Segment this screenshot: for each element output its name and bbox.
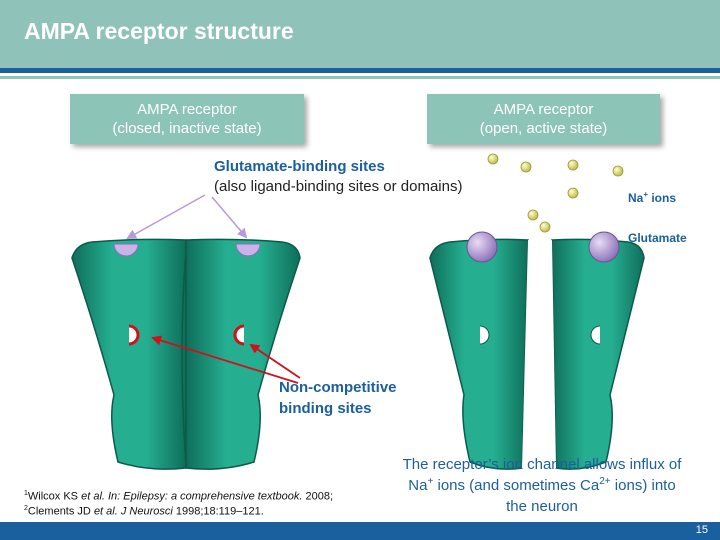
reference-1: 1Wilcox KS et al. In: Epilepsy: a compre… <box>24 490 333 503</box>
closed-state-box: AMPA receptor (closed, inactive state) <box>70 94 304 144</box>
na-ions-label: Na+ ions <box>628 190 676 205</box>
na-ion <box>612 165 624 177</box>
na-label-suffix: ions <box>648 191 677 205</box>
header-rule-blue <box>0 68 720 73</box>
sodium-ions <box>487 153 624 233</box>
reference-details: 1998;18:119–121. <box>172 505 264 518</box>
closed-receptor <box>71 238 301 470</box>
reference-author: Wilcox KS <box>27 490 82 503</box>
glutamate-molecule-left <box>466 231 498 263</box>
reference-number: 2 <box>24 505 28 512</box>
na-label-prefix: Na <box>628 191 644 205</box>
reference-details: 2008; <box>302 490 334 503</box>
closed-receptor-left-subunit <box>71 238 187 470</box>
open-receptor-right-subunit <box>551 238 645 470</box>
caption-part2: ions (and sometimes Ca <box>433 477 600 494</box>
page-number: 15 <box>695 524 708 536</box>
glutamate-sites-subtitle: (also ligand-binding sites or domains) <box>214 178 463 195</box>
closed-glutamate-site-left <box>113 243 139 257</box>
na-ion <box>567 187 579 199</box>
open-box-line1: AMPA receptor <box>493 101 594 118</box>
caption-part1: The receptor’s ion channel allows influx… <box>402 456 682 494</box>
reference-source: et al. In: Epilepsy: a comprehensive tex… <box>81 490 303 503</box>
na-ion <box>520 161 532 173</box>
na-ion <box>487 153 499 165</box>
na-ion <box>567 159 579 171</box>
open-box-line2: (open, active state) <box>479 120 608 137</box>
open-noncompetitive-site-right <box>590 325 601 345</box>
open-noncompetitive-site-left <box>479 325 490 345</box>
closed-glutamate-site-right <box>235 243 261 257</box>
glutamate-site-arrow-left <box>126 194 206 239</box>
footer-bar: 15 <box>0 522 720 540</box>
glutamate-site-arrow-right <box>211 196 248 239</box>
open-channel-gap <box>522 240 556 470</box>
closed-noncompetitive-site-right <box>233 324 245 346</box>
open-state-box: AMPA receptor (open, active state) <box>427 94 660 144</box>
open-receptor <box>429 231 645 470</box>
caption-part3: ions) into the neuron <box>506 477 676 515</box>
glutamate-molecule-right <box>588 231 620 263</box>
noncompetitive-label-line1: Non-competitive <box>279 379 397 396</box>
reference-number: 1 <box>24 490 28 497</box>
na-ion <box>539 221 551 233</box>
header-rule-teal <box>0 76 720 79</box>
caption-sup2: 2+ <box>599 476 611 487</box>
page-title: AMPA receptor structure <box>24 18 294 44</box>
na-ion <box>527 209 539 221</box>
reference-author: Clements JD <box>27 505 94 518</box>
glutamate-sites-title: Glutamate-binding sites <box>214 158 385 175</box>
closed-channel-line <box>181 249 187 466</box>
open-receptor-left-subunit <box>429 238 529 470</box>
noncompetitive-arrow-right <box>249 343 301 379</box>
closed-receptor-right-subunit <box>185 238 301 470</box>
closed-box-line1: AMPA receptor <box>137 101 237 118</box>
closed-noncompetitive-site-left <box>128 324 140 346</box>
na-label-sup: + <box>643 190 649 199</box>
header-bar: AMPA receptor structure <box>0 0 720 68</box>
reference-2: 2Clements JD et al. J Neurosci 1998;18:1… <box>24 505 264 518</box>
glutamate-label: Glutamate <box>628 231 687 245</box>
caption-sup1: + <box>427 476 434 487</box>
reference-source: et al. J Neurosci <box>93 505 173 518</box>
closed-box-line2: (closed, inactive state) <box>112 120 262 137</box>
noncompetitive-arrow-left <box>151 335 299 384</box>
noncompetitive-label-line2: binding sites <box>279 400 372 417</box>
ion-channel-caption: The receptor’s ion channel allows influx… <box>398 454 686 517</box>
